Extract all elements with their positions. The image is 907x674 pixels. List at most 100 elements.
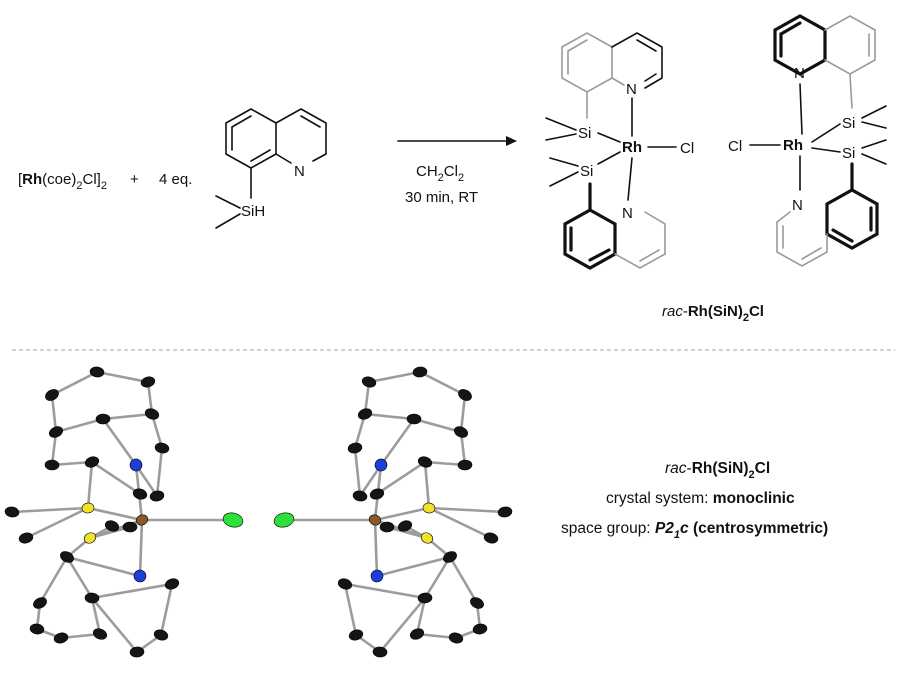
crystal-atom-c bbox=[458, 389, 472, 401]
crystal-bond bbox=[373, 506, 431, 522]
crystal-bond bbox=[86, 506, 144, 522]
crystal-atom-c bbox=[18, 532, 34, 544]
crystal-bond bbox=[423, 460, 431, 510]
reagent-formula: [Rh(coe)2Cl]2 bbox=[18, 171, 107, 192]
ligand-structure: N SiH bbox=[215, 108, 327, 229]
crystal-atom-cl bbox=[273, 512, 295, 528]
crystal-atom-c bbox=[132, 488, 148, 500]
crystal-bond bbox=[90, 596, 139, 654]
crystal-atom-c bbox=[454, 426, 468, 438]
crystal-bond bbox=[412, 417, 463, 434]
crystal-bond bbox=[427, 506, 493, 540]
crystal-bond bbox=[367, 370, 422, 384]
crystal-bond bbox=[24, 506, 90, 540]
crystal-atom-c bbox=[406, 413, 422, 425]
crystal-atom-c bbox=[104, 520, 120, 532]
crystal-bond bbox=[65, 555, 142, 578]
crystal-atom-si bbox=[420, 532, 434, 544]
si-atom-upper: Si bbox=[578, 125, 591, 142]
product-complex-right: N Si Rh Cl Si N bbox=[728, 14, 887, 267]
crystal-atom-rh bbox=[135, 514, 149, 526]
crystal-bond bbox=[95, 370, 150, 384]
reaction-arrow bbox=[397, 136, 517, 146]
crystal-atom-c bbox=[443, 551, 457, 563]
crystal-bond bbox=[150, 412, 164, 450]
crystal-atom-c bbox=[369, 488, 385, 500]
crystal-bond bbox=[423, 555, 452, 600]
si-atom-lower: Si bbox=[580, 163, 593, 180]
crystal-structure-left bbox=[4, 366, 244, 658]
crystal-bond bbox=[101, 412, 154, 421]
solvent-label: CH2Cl2 bbox=[416, 163, 464, 184]
rh-atom: Rh bbox=[622, 139, 642, 156]
product-label: rac-Rh(SiN)2Cl bbox=[662, 303, 764, 324]
crystal-caption: rac-Rh(SiN)2Cl crystal system: monoclini… bbox=[561, 460, 828, 541]
crystal-bond bbox=[101, 417, 138, 467]
crystal-atom-c bbox=[397, 520, 413, 532]
cl-atom-2: Cl bbox=[728, 138, 742, 155]
crystal-bond bbox=[373, 518, 379, 578]
crystal-atom-c bbox=[409, 628, 425, 640]
crystal-atom-c bbox=[29, 623, 45, 635]
crystal-bond bbox=[353, 446, 362, 498]
crystal-atom-c bbox=[45, 389, 59, 401]
crystal-atom-c bbox=[95, 413, 111, 425]
crystal-compound-name: rac-Rh(SiN)2Cl bbox=[665, 460, 770, 481]
crystal-atom-c bbox=[154, 442, 170, 454]
crystal-bond bbox=[50, 393, 58, 434]
crystal-atom-c bbox=[149, 490, 165, 502]
crystal-bond bbox=[343, 582, 358, 637]
crystal-atom-c bbox=[4, 506, 20, 518]
conditions-label: 30 min, RT bbox=[405, 189, 478, 206]
crystal-bond bbox=[448, 555, 479, 605]
ligand-n-atom: N bbox=[294, 163, 305, 180]
crystal-bond bbox=[459, 393, 467, 434]
crystal-bond bbox=[363, 412, 416, 421]
si-atom-lower-2: Si bbox=[842, 145, 855, 162]
crystal-structure-right bbox=[273, 366, 513, 658]
ligand-sih-atom: SiH bbox=[241, 203, 265, 220]
crystal-bond bbox=[159, 582, 174, 637]
crystal-bond bbox=[86, 460, 94, 510]
crystal-bond bbox=[54, 417, 105, 434]
crystal-atom-c bbox=[417, 592, 433, 604]
crystal-atom-c bbox=[448, 632, 464, 644]
crystal-atom-c bbox=[122, 521, 138, 533]
crystal-bond bbox=[155, 446, 164, 498]
crystal-atom-c bbox=[379, 521, 395, 533]
n-atom-upper: N bbox=[626, 81, 637, 98]
crystal-atom-c bbox=[89, 366, 105, 378]
crystal-bond bbox=[65, 555, 94, 600]
plus-sign: + bbox=[130, 171, 139, 188]
si-atom-upper-2: Si bbox=[842, 115, 855, 132]
crystal-atom-c bbox=[84, 592, 100, 604]
crystal-atom-c bbox=[153, 629, 169, 641]
crystal-atom-si bbox=[81, 502, 95, 514]
n-atom-lower-2: N bbox=[792, 197, 803, 214]
crystal-atom-n bbox=[129, 458, 143, 472]
crystal-atom-c bbox=[49, 426, 63, 438]
crystal-atom-c bbox=[497, 506, 513, 518]
crystal-atom-c bbox=[164, 578, 180, 590]
crystal-bond bbox=[50, 370, 99, 397]
product-complex-left: N Si Rh Cl Si N bbox=[545, 32, 694, 270]
crystal-bond bbox=[379, 417, 416, 467]
crystal-atom-c bbox=[352, 490, 368, 502]
crystal-atom-c bbox=[129, 646, 145, 658]
crystal-atom-c bbox=[84, 456, 100, 468]
cl-atom: Cl bbox=[680, 140, 694, 157]
crystal-atom-c bbox=[60, 551, 74, 563]
crystal-atom-c bbox=[470, 597, 484, 609]
crystal-atom-c bbox=[347, 442, 363, 454]
crystal-atom-c bbox=[361, 376, 377, 388]
crystal-atom-cl bbox=[222, 512, 244, 528]
crystal-bond bbox=[375, 460, 427, 496]
crystal-bond bbox=[90, 596, 102, 636]
crystal-atom-n bbox=[133, 569, 147, 583]
crystal-atom-c bbox=[412, 366, 428, 378]
crystal-system-line: crystal system: monoclinic bbox=[606, 490, 795, 507]
crystal-bond bbox=[353, 412, 367, 450]
crystal-bond bbox=[90, 460, 142, 496]
